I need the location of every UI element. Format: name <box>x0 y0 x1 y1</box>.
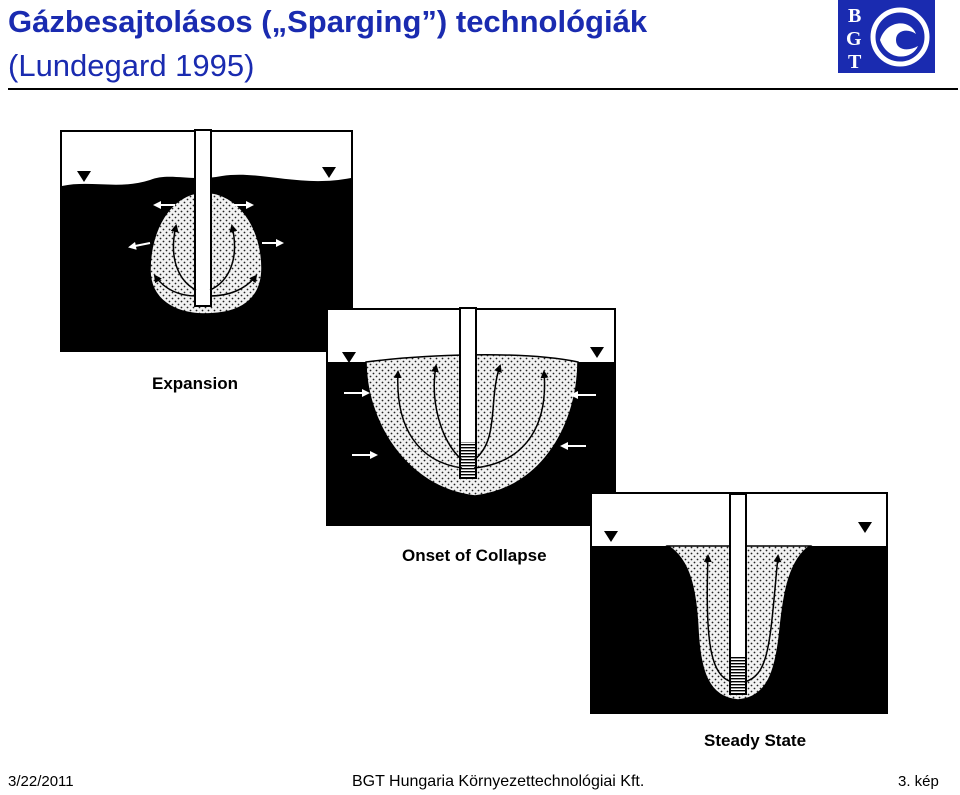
water-table-marker-icon <box>604 531 618 542</box>
footer-page-number: 3. kép <box>898 773 939 790</box>
wave-emblem-icon <box>870 7 930 67</box>
logo-letter-g: G <box>846 28 862 50</box>
water-table-marker-icon <box>342 352 356 363</box>
panel-label-steady-state: Steady State <box>704 731 806 750</box>
water-table-marker-icon <box>590 347 604 358</box>
panel-label-onset-of-collapse: Onset of Collapse <box>402 546 547 565</box>
footer-company: BGT Hungaria Környezettechnológiai Kft. <box>352 773 645 790</box>
logo-letter-b: B <box>848 5 861 27</box>
slide-title: Gázbesajtolásos („Sparging”) technológiá… <box>8 4 648 39</box>
panel-expansion: Expansion <box>60 129 353 393</box>
logo-letter-t: T <box>848 51 862 73</box>
slide-subtitle: (Lundegard 1995) <box>8 48 255 83</box>
panel-onset-of-collapse: Onset of Collapse <box>326 307 616 565</box>
title-divider <box>8 88 958 90</box>
panel-steady-state: Steady State <box>590 492 888 750</box>
water-table-marker-icon <box>322 167 336 178</box>
water-table-marker-icon <box>77 171 91 182</box>
bgt-logo: B G T <box>838 0 935 73</box>
footer-date: 3/22/2011 <box>8 773 74 790</box>
water-table-marker-icon <box>858 522 872 533</box>
panel-label-expansion: Expansion <box>152 374 238 393</box>
